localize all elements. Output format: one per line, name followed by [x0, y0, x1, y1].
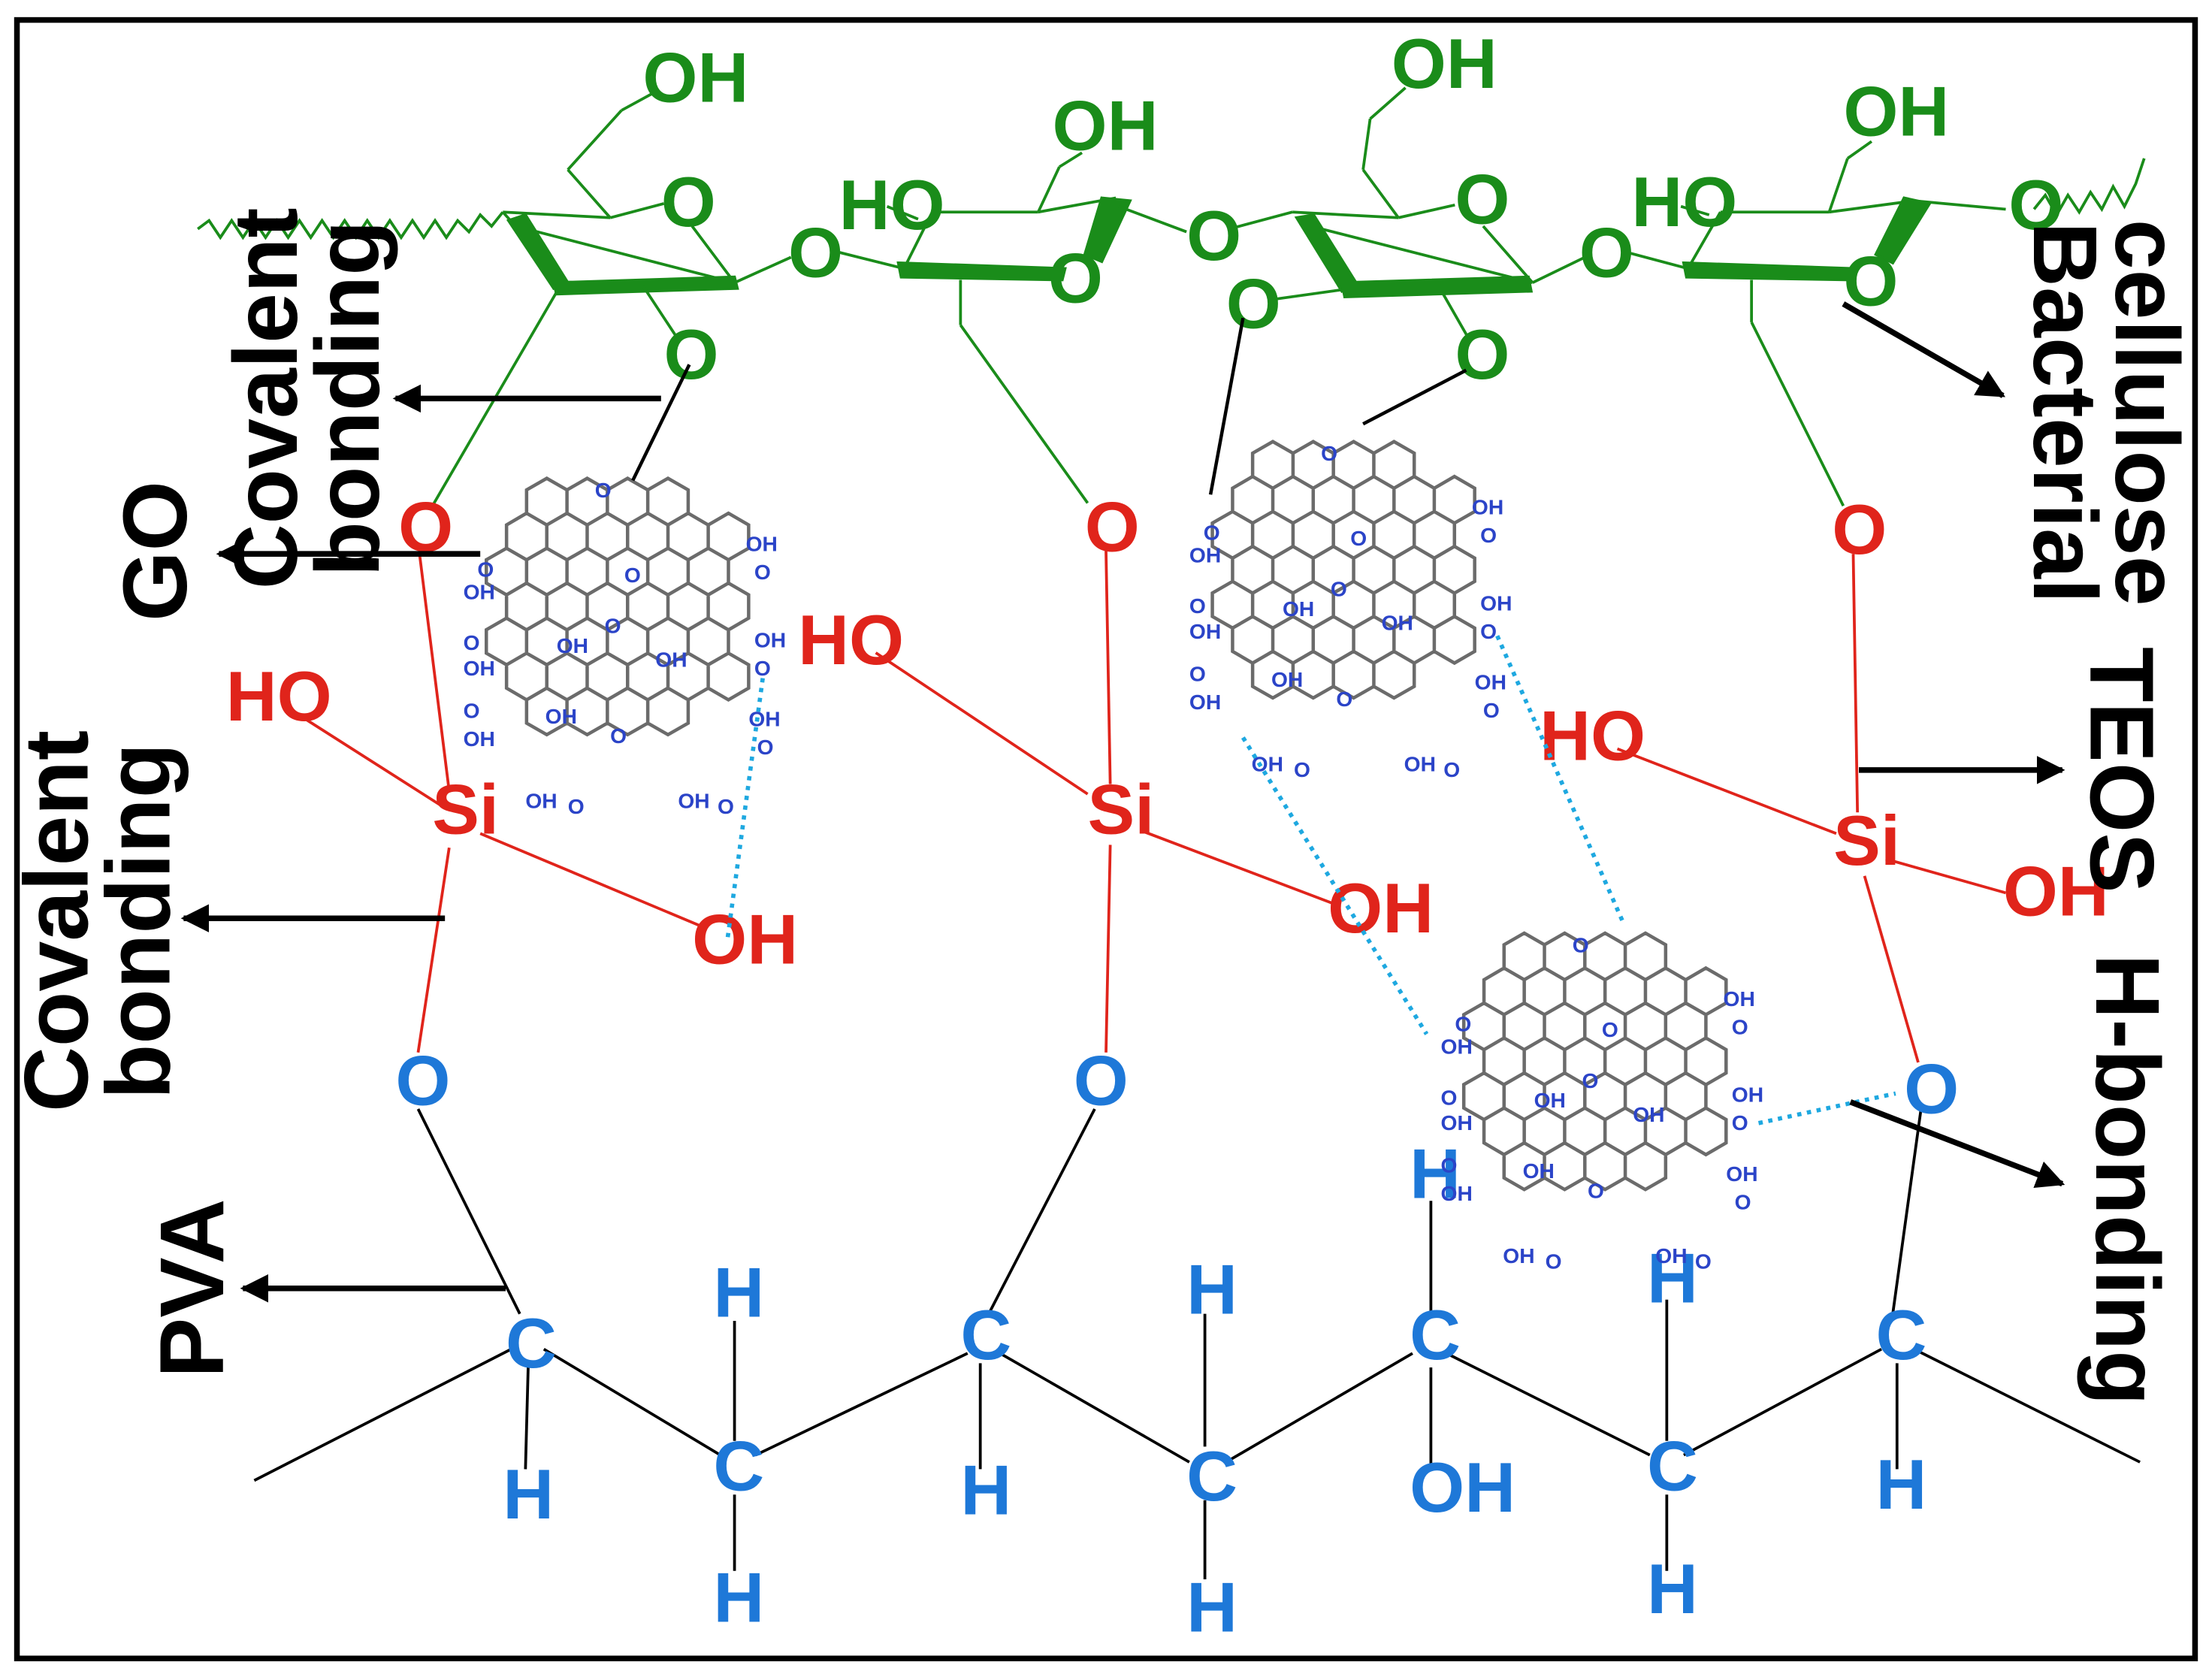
atom-ho: HO — [798, 600, 904, 679]
atom-oh: OH — [1843, 72, 1949, 151]
label-bacterial-cellulose: Bacterial cellulose — [2014, 219, 2197, 606]
atom-o: O — [1904, 1050, 1959, 1129]
svg-text:bonding: bonding — [298, 220, 398, 576]
teos-atom-labels: O HO Si OH O HO Si OH O HO Si OH — [226, 487, 2109, 978]
atom-o: O — [664, 315, 719, 394]
atom-c: C — [713, 1427, 764, 1506]
go-sheet — [464, 478, 787, 818]
atom-oh: OH — [692, 899, 798, 978]
atom-ho: HO — [226, 657, 332, 736]
atom-o: O — [1579, 213, 1634, 292]
cellulose-atom-labels: OH O O O OH HO O O OH O O O O OH HO O O — [642, 24, 2063, 394]
atom-o: O — [661, 162, 716, 241]
atom-ho: HO — [1631, 162, 1737, 241]
atom-o: O — [2008, 165, 2063, 244]
atom-si: Si — [432, 769, 499, 848]
annotation-arrows — [180, 301, 2065, 1303]
atom-o: O — [1455, 315, 1509, 394]
atom-h: H — [1186, 1250, 1237, 1329]
atom-h: H — [503, 1455, 554, 1533]
atom-si: Si — [1833, 801, 1900, 880]
label-covalent-bonding-bottom: Covalent bonding — [7, 730, 189, 1112]
svg-text:TEOS: TEOS — [2071, 647, 2171, 893]
go-sheet — [1189, 441, 1512, 781]
svg-text:bonding: bonding — [89, 743, 189, 1099]
atom-oh: OH — [642, 38, 748, 117]
atom-c: C — [506, 1304, 557, 1382]
atom-oh: OH — [1328, 869, 1434, 947]
svg-text:Covalent: Covalent — [7, 730, 107, 1112]
svg-text:Covalent: Covalent — [216, 207, 316, 589]
go-sheet — [1441, 932, 1764, 1273]
atom-h: H — [1647, 1549, 1698, 1628]
h-bond-lines — [725, 635, 1896, 1126]
label-covalent-bonding-top: Covalent bonding — [216, 207, 398, 589]
atom-c: C — [960, 1295, 1011, 1374]
frame-border — [14, 17, 2198, 1662]
atom-o: O — [788, 213, 843, 292]
teos-crosslinks — [295, 551, 2007, 1063]
atom-h: H — [713, 1252, 764, 1331]
atom-si: Si — [1088, 769, 1155, 848]
atom-h: H — [1876, 1445, 1927, 1524]
svg-text:GO: GO — [105, 481, 206, 621]
atom-oh: OH — [1392, 24, 1497, 103]
atom-ho: HO — [839, 165, 945, 244]
atom-ho: HO — [1540, 696, 1645, 775]
svg-text:PVA: PVA — [142, 1199, 243, 1378]
label-go: GO — [105, 481, 206, 621]
atom-o: O — [1085, 487, 1140, 566]
atom-o: O — [1832, 490, 1887, 569]
label-pva: PVA — [142, 1199, 243, 1378]
atom-o: O — [1074, 1041, 1129, 1120]
go-covalent-links — [631, 317, 1467, 495]
atom-o: O — [1186, 196, 1241, 275]
atom-o: O — [1226, 264, 1281, 343]
svg-text:Bacterial: Bacterial — [2014, 222, 2115, 603]
atom-o: O — [1455, 159, 1509, 238]
svg-text:H-bonding: H-bonding — [2077, 953, 2177, 1405]
pva-backbone — [253, 1108, 2141, 1580]
atom-oh: OH — [1053, 86, 1159, 165]
atom-c: C — [1876, 1295, 1927, 1374]
atom-c: C — [1186, 1437, 1237, 1515]
atom-o: O — [395, 1041, 450, 1120]
label-h-bonding: H-bonding — [2077, 953, 2177, 1405]
pva-atom-labels: O O O C H H C H C H H C H H C OH H C H C… — [395, 1041, 1959, 1646]
atom-oh: OH — [2003, 851, 2109, 930]
atom-h: H — [1186, 1568, 1237, 1647]
atom-h: H — [713, 1558, 764, 1636]
atom-h: H — [960, 1451, 1011, 1530]
label-teos: TEOS — [2071, 647, 2171, 893]
svg-text:cellulose: cellulose — [2096, 219, 2197, 606]
atom-c: C — [1410, 1295, 1461, 1374]
atom-oh: OH — [1410, 1448, 1515, 1527]
atom-o: O — [1048, 239, 1103, 318]
atom-c: C — [1647, 1427, 1698, 1506]
